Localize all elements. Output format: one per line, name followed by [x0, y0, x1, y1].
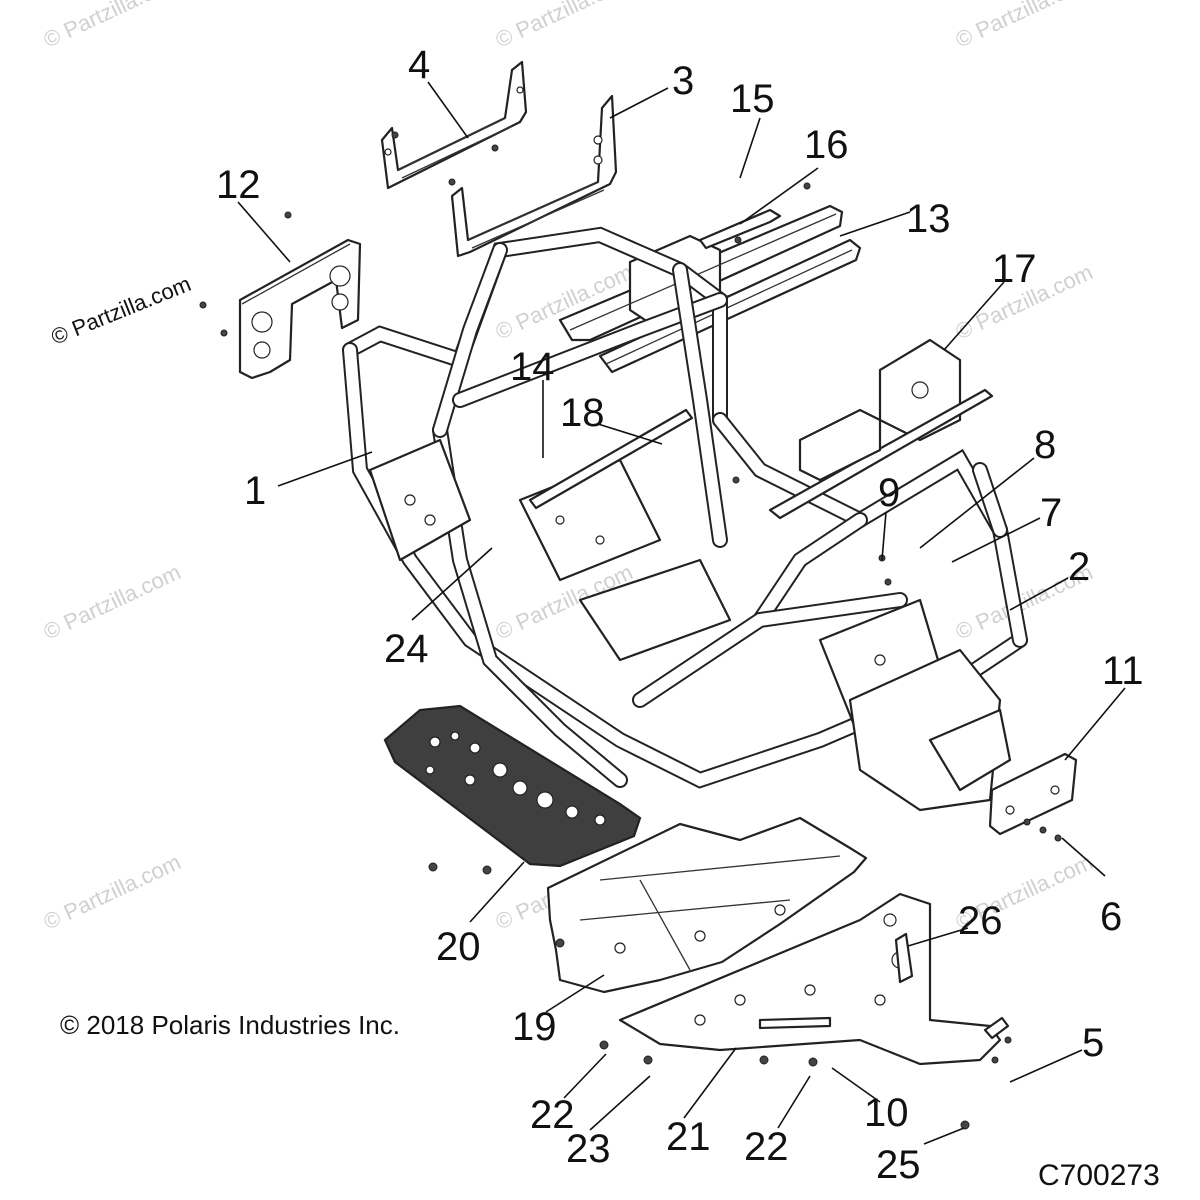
callout-21: 21 — [666, 1115, 711, 1159]
callout-22: 22 — [744, 1125, 789, 1169]
callout-12: 12 — [216, 163, 261, 207]
watermark: © Partzilla.com — [40, 559, 185, 644]
watermark: © Partzilla.com — [492, 0, 637, 53]
part-19-middle-skid-plate — [546, 816, 868, 994]
callout-15: 15 — [730, 77, 775, 121]
part-12-front-panel — [199, 211, 362, 380]
watermark: © Partzilla.com — [952, 0, 1097, 53]
callout-26: 26 — [958, 899, 1003, 943]
watermark: © Partzilla.com — [40, 849, 185, 934]
callout-1: 1 — [244, 469, 266, 513]
callout-19: 19 — [512, 1005, 557, 1049]
callout-8: 8 — [1034, 423, 1056, 467]
callout-13: 13 — [906, 197, 951, 241]
callout-2: 2 — [1068, 545, 1090, 589]
callout-6: 6 — [1100, 895, 1122, 939]
callout-20: 20 — [436, 925, 481, 969]
callout-4: 4 — [408, 43, 430, 87]
side-watermark: © Partzilla.com — [48, 271, 195, 350]
callout-9: 9 — [878, 471, 900, 515]
watermark: © Partzilla.com — [40, 0, 185, 53]
part-1-main-frame — [342, 226, 1028, 812]
part-20-front-skid-plate — [383, 704, 642, 868]
callout-5: 5 — [1082, 1021, 1104, 1065]
callout-25: 25 — [876, 1143, 921, 1187]
part-5-hardware — [983, 1016, 1012, 1064]
callout-17: 17 — [992, 247, 1037, 291]
part-11-rear-bracket — [988, 752, 1078, 842]
part-number: C700273 — [1038, 1159, 1160, 1192]
callout-14: 14 — [510, 345, 555, 389]
callout-7: 7 — [1040, 491, 1062, 535]
callout-16: 16 — [804, 123, 849, 167]
callout-10: 10 — [864, 1091, 909, 1135]
copyright-text: © 2018 Polaris Industries Inc. — [60, 1010, 400, 1040]
callout-24: 24 — [384, 627, 429, 671]
callout-22: 22 — [530, 1093, 575, 1137]
callout-18: 18 — [560, 391, 605, 435]
callout-3: 3 — [672, 59, 694, 103]
callout-11: 11 — [1102, 649, 1144, 693]
callout-labels: 1 2 3 4 5 6 7 8 9 10 11 12 13 14 15 16 1… — [216, 43, 1144, 1187]
part-26-bracket — [894, 932, 914, 984]
leader-lines — [237, 81, 1126, 1145]
callout-23: 23 — [566, 1127, 611, 1171]
part-3-seat-bracket — [448, 94, 618, 258]
fasteners — [428, 182, 970, 1130]
part-4-seat-bracket — [380, 60, 528, 190]
